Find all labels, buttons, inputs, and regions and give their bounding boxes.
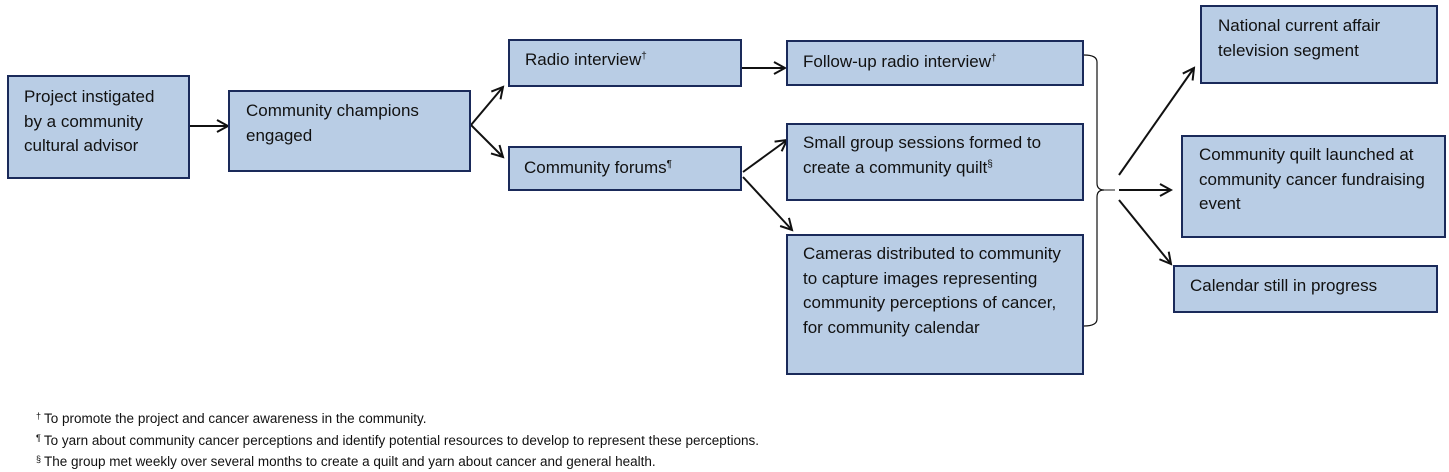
node-followup: Follow-up radio interview† xyxy=(786,40,1084,86)
node-quilt-text: Community quilt launched at community ca… xyxy=(1199,145,1425,213)
node-quilt: Community quilt launched at community ca… xyxy=(1181,135,1446,238)
node-small-group-text: Small group sessions formed to create a … xyxy=(803,133,1042,177)
node-project-text: Project instigated by a community cultur… xyxy=(24,87,155,155)
node-cameras-text: Cameras distributed to community to capt… xyxy=(803,244,1061,337)
node-small-group-footnote-mark: § xyxy=(987,158,993,170)
arrow-forums-to-small-group xyxy=(742,140,787,173)
node-tv-text: National current affair television segme… xyxy=(1218,16,1381,60)
node-calendar: Calendar still in progress xyxy=(1173,265,1438,313)
node-radio: Radio interview† xyxy=(508,39,742,87)
node-champions: Community champions engaged xyxy=(228,90,471,172)
arrow-to-calendar xyxy=(1118,199,1171,264)
node-calendar-text: Calendar still in progress xyxy=(1190,276,1378,295)
node-champions-text: Community champions engaged xyxy=(246,101,419,145)
footnote: †To promote the project and cancer aware… xyxy=(36,407,759,429)
node-forums: Community forums¶ xyxy=(508,146,742,191)
node-forums-text: Community forums xyxy=(524,158,667,177)
node-radio-text: Radio interview xyxy=(525,50,642,69)
node-followup-footnote-mark: † xyxy=(991,53,997,64)
footnote-text: To promote the project and cancer awaren… xyxy=(44,411,427,426)
footnote-text: The group met weekly over several months… xyxy=(44,454,656,469)
node-radio-footnote-mark: † xyxy=(641,51,647,62)
footnote-mark: § xyxy=(36,454,42,464)
footnote-mark: ¶ xyxy=(36,432,41,443)
arrow-to-tv xyxy=(1118,68,1194,176)
node-tv: National current affair television segme… xyxy=(1200,5,1438,84)
node-cameras: Cameras distributed to community to capt… xyxy=(786,234,1084,375)
arrow-champions-to-radio xyxy=(470,87,503,126)
node-forums-footnote-mark: ¶ xyxy=(666,159,673,170)
arrow-champions-to-forums xyxy=(470,124,503,157)
footnotes: †To promote the project and cancer aware… xyxy=(36,407,759,472)
node-project: Project instigated by a community cultur… xyxy=(7,75,190,179)
footnote: §The group met weekly over several month… xyxy=(36,450,759,472)
footnote: ¶To yarn about community cancer percepti… xyxy=(36,429,759,451)
footnote-text: To yarn about community cancer perceptio… xyxy=(43,432,760,448)
arrow-forums-to-cameras xyxy=(742,176,792,230)
node-small-group: Small group sessions formed to create a … xyxy=(786,123,1084,201)
node-followup-text: Follow-up radio interview xyxy=(803,52,992,71)
footnote-mark: † xyxy=(36,411,42,421)
bracket xyxy=(1083,54,1105,327)
